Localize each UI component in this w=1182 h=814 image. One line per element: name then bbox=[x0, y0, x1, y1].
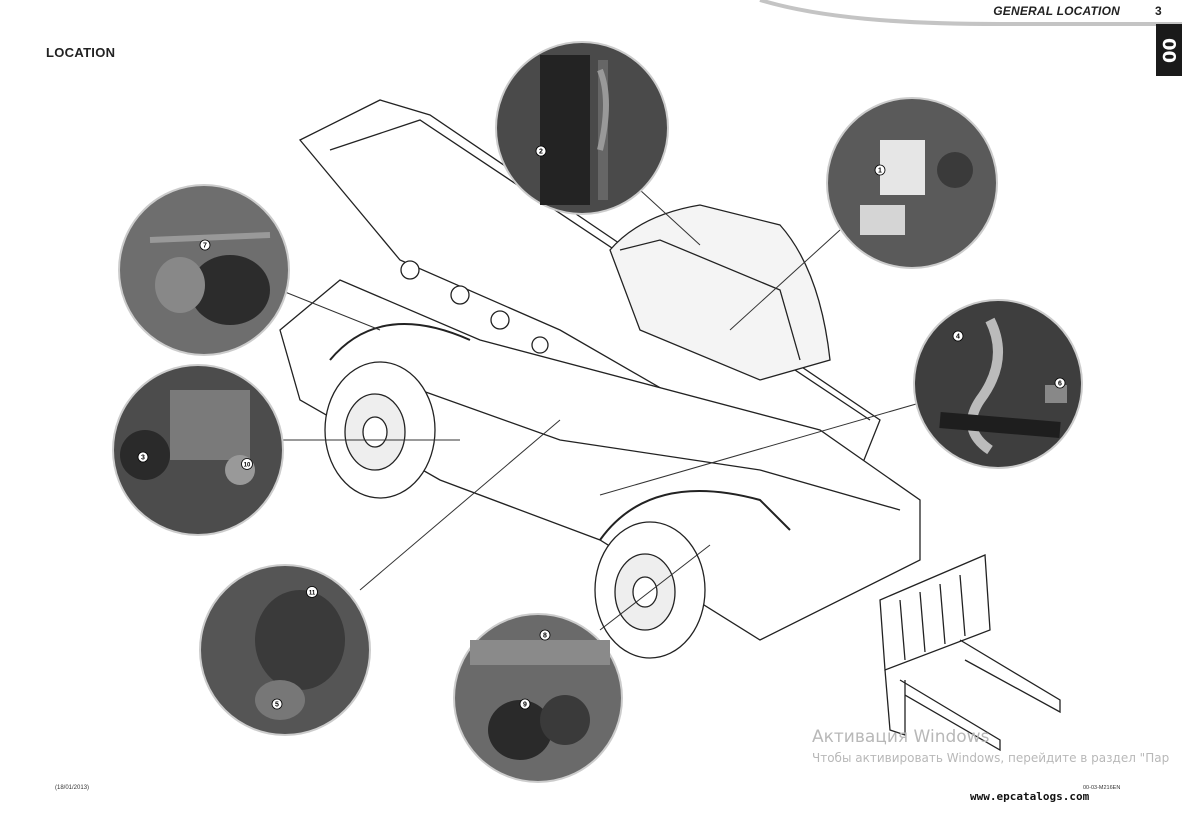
svg-text:9: 9 bbox=[523, 702, 527, 709]
detail-photo-2 bbox=[495, 41, 669, 215]
svg-text:8: 8 bbox=[543, 633, 547, 640]
callout-5: 5 bbox=[271, 698, 283, 710]
svg-text:6: 6 bbox=[1058, 381, 1062, 388]
watermark-line-1: Активация Windows bbox=[812, 727, 990, 747]
callout-6: 6 bbox=[1054, 377, 1066, 389]
callout-9: 9 bbox=[519, 698, 531, 710]
svg-text:2: 2 bbox=[539, 149, 543, 156]
page-title: LOCATION bbox=[46, 45, 116, 60]
detail-photo-8-9 bbox=[453, 613, 623, 783]
windows-activation-watermark: Активация Windows Чтобы активировать Win… bbox=[812, 727, 1182, 765]
callout-markers: 1 2 3 4 5 6 7 8 9 10 11 bbox=[137, 145, 1066, 710]
header-section-title: GENERAL LOCATION bbox=[993, 4, 1120, 18]
page-number: 3 bbox=[1155, 4, 1162, 18]
callout-4: 4 bbox=[952, 330, 964, 342]
svg-text:7: 7 bbox=[203, 243, 207, 250]
callout-3: 3 bbox=[137, 451, 149, 463]
callout-7: 7 bbox=[199, 239, 211, 251]
detail-photo-3-10 bbox=[112, 364, 284, 536]
footer-reference: 00-03-M216EN bbox=[1083, 785, 1121, 791]
callout-11: 11 bbox=[306, 586, 318, 598]
svg-text:10: 10 bbox=[244, 463, 251, 469]
leader-lines bbox=[279, 189, 931, 631]
svg-text:4: 4 bbox=[956, 334, 960, 341]
callout-1: 1 bbox=[874, 164, 886, 176]
svg-text:3: 3 bbox=[141, 455, 145, 462]
header-swoosh bbox=[759, 0, 1182, 26]
callout-2: 2 bbox=[535, 145, 547, 157]
detail-photo-4-6 bbox=[913, 299, 1083, 469]
detail-photo-11-5 bbox=[199, 564, 371, 736]
svg-text:1: 1 bbox=[878, 168, 882, 175]
callout-10: 10 bbox=[241, 458, 253, 470]
watermark-line-2: Чтобы активировать Windows, перейдите в … bbox=[812, 751, 1170, 765]
detail-photo-7 bbox=[118, 184, 290, 356]
svg-text:11: 11 bbox=[309, 591, 316, 597]
detail-photo-1 bbox=[826, 97, 998, 269]
footer-date: (18/01/2013) bbox=[55, 785, 90, 791]
chapter-tab: 00 bbox=[1156, 24, 1182, 76]
svg-text:5: 5 bbox=[275, 702, 279, 709]
callout-8: 8 bbox=[539, 629, 551, 641]
site-link[interactable]: www.epcatalogs.com bbox=[970, 790, 1090, 803]
telehandler-drawing bbox=[279, 99, 1061, 752]
